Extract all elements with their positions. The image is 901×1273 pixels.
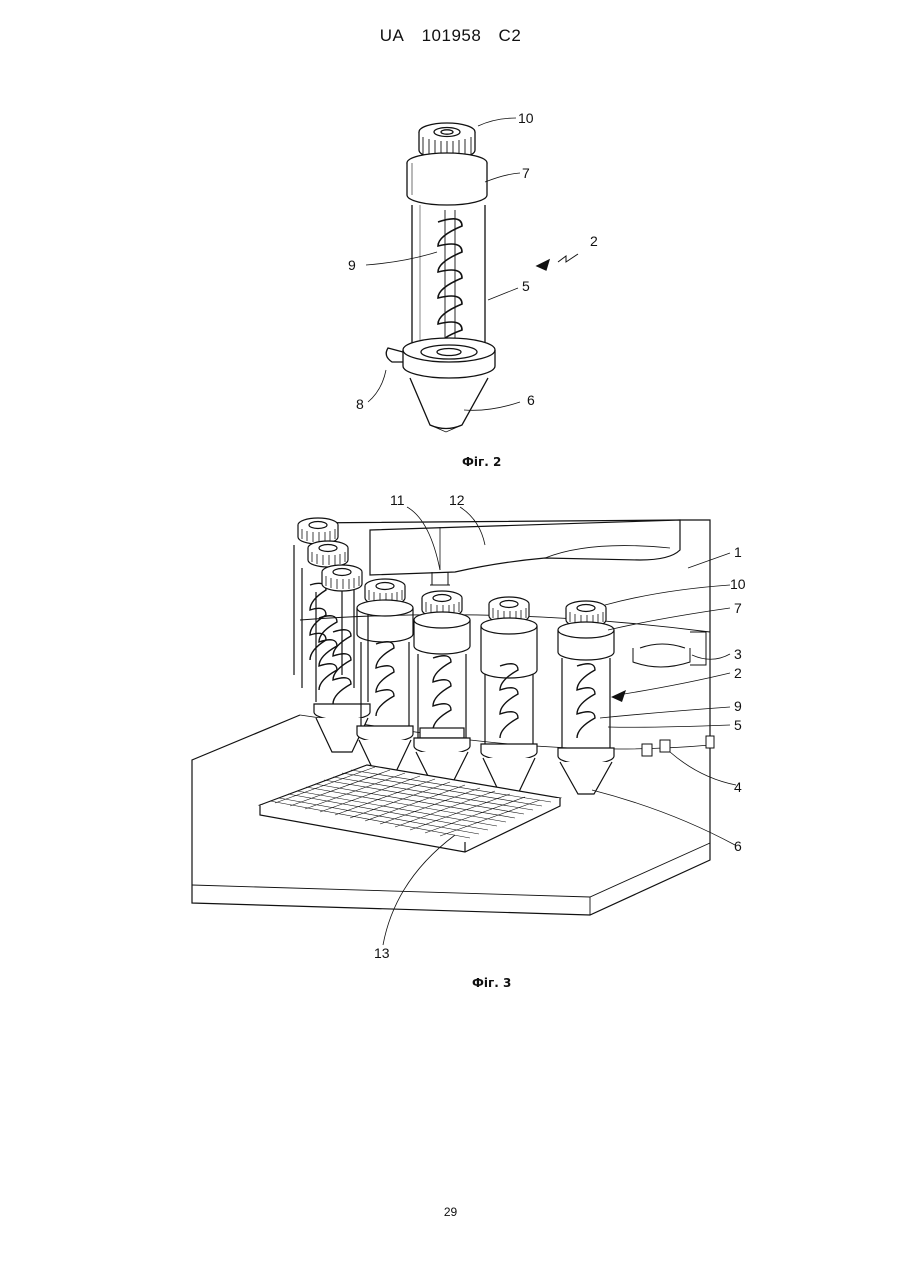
housing-part: [192, 520, 710, 915]
fig3-label-6: 6: [734, 838, 742, 854]
fig3-label-10: 10: [730, 576, 746, 592]
page-number: 29: [0, 1205, 901, 1219]
fig2-label-2: 2: [590, 233, 598, 249]
tube-part: [412, 205, 485, 345]
fig3-label-2: 2: [734, 665, 742, 681]
fig2-label-8: 8: [356, 396, 364, 412]
fig3-label-3: 3: [734, 646, 742, 662]
fig2-label-5: 5: [522, 278, 530, 294]
figure-3-caption: Фіг. 3: [472, 976, 511, 990]
fig2-label-6: 6: [527, 392, 535, 408]
fig2-label-7: 7: [522, 165, 530, 181]
fig3-label-11: 11: [390, 492, 405, 508]
cap-part: [407, 153, 487, 205]
screw-part: [438, 210, 462, 345]
fig3-label-4: 4: [734, 779, 742, 795]
fig3-label-1: 1: [734, 544, 742, 560]
pin-part: [642, 736, 714, 756]
fig2-label-10: 10: [518, 110, 534, 126]
fig2-label-9: 9: [348, 257, 356, 273]
figure-2-caption: Фіг. 2: [462, 455, 501, 469]
base-part: [386, 338, 495, 432]
fig3-label-7: 7: [734, 600, 742, 616]
fig3-label-12: 12: [449, 492, 465, 508]
figure-3-drawing: [192, 507, 736, 945]
holder-part: [633, 632, 706, 667]
figure-2-drawing: [366, 118, 578, 432]
fig3-label-13: 13: [374, 945, 390, 961]
fig3-label-9: 9: [734, 698, 742, 714]
fig3-label-5: 5: [734, 717, 742, 733]
